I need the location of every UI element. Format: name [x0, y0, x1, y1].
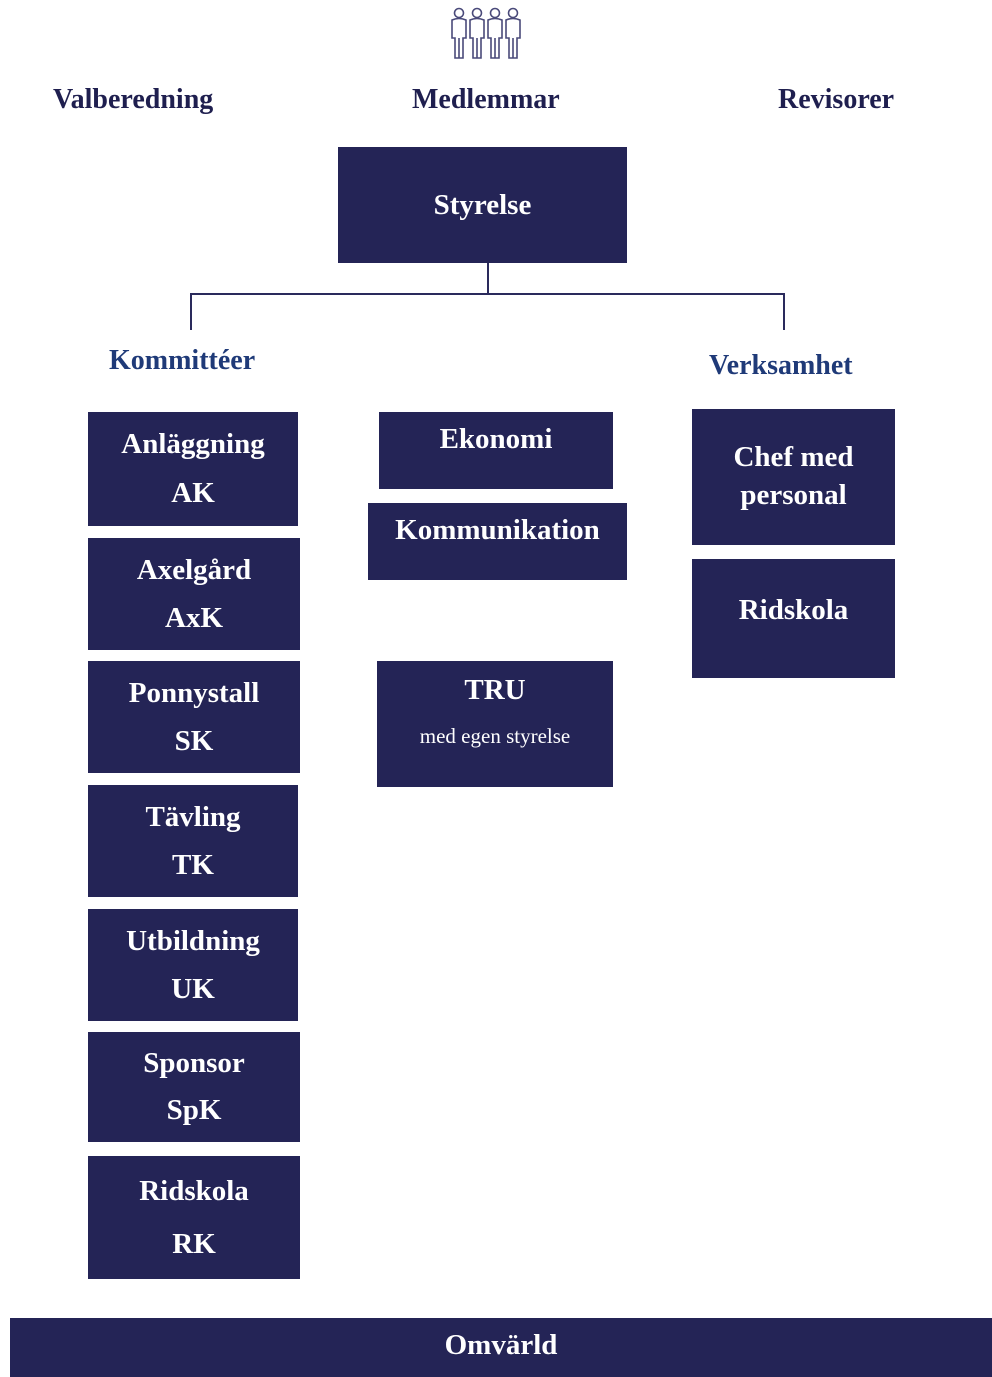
tru-subtitle: med egen styrelse	[419, 724, 571, 749]
tru-title: TRU	[464, 674, 526, 706]
chef-line2: personal	[740, 479, 847, 511]
verksamhet-heading: Verksamhet	[709, 350, 853, 381]
committee-name: Tävling	[145, 800, 241, 833]
ridskola-operations-box: Ridskola	[692, 559, 895, 678]
ekonomi-label: Ekonomi	[439, 423, 553, 455]
people-group-icon	[451, 7, 521, 59]
committee-box-sponsor: Sponsor SpK	[88, 1032, 300, 1142]
connector-right-drop	[783, 293, 785, 330]
committee-box-anlaggning: Anläggning AK	[88, 412, 298, 526]
chef-line1: Chef med	[733, 441, 854, 474]
committee-box-ridskola: Ridskola RK	[88, 1156, 300, 1279]
styrelse-box: Styrelse	[338, 147, 627, 263]
omvarld-label: Omvärld	[444, 1329, 558, 1361]
committee-name: Anläggning	[121, 428, 265, 461]
kommitteer-heading: Kommittéer	[109, 345, 256, 376]
omvarld-bar: Omvärld	[10, 1318, 992, 1377]
committee-box-tavling: Tävling TK	[88, 785, 298, 897]
committee-box-utbildning: Utbildning UK	[88, 909, 298, 1021]
styrelse-label: Styrelse	[433, 188, 532, 221]
committee-code: AxK	[165, 601, 223, 634]
committee-box-axelgard: Axelgård AxK	[88, 538, 300, 650]
committee-code: AK	[171, 477, 215, 510]
connector-horizontal	[190, 293, 785, 295]
connector-left-drop	[190, 293, 192, 330]
kommunikation-box: Kommunikation	[368, 503, 627, 580]
ridskola-operations-label: Ridskola	[738, 594, 849, 626]
committee-name: Ridskola	[139, 1174, 249, 1207]
chef-med-personal-box: Chef med personal	[692, 409, 895, 545]
committee-code: SpK	[166, 1094, 222, 1127]
committee-name: Axelgård	[136, 553, 252, 586]
committee-code: UK	[171, 972, 215, 1005]
committee-code: SK	[174, 724, 214, 757]
revisorer-label: Revisorer	[778, 84, 895, 115]
committee-name: Sponsor	[143, 1047, 245, 1080]
tru-box: TRU med egen styrelse	[377, 661, 613, 787]
medlemmar-label: Medlemmar	[412, 84, 560, 115]
committee-name: Ponnystall	[128, 676, 260, 709]
ekonomi-box: Ekonomi	[379, 412, 613, 489]
committee-code: RK	[172, 1228, 216, 1261]
connector-board-down	[487, 263, 489, 295]
kommunikation-label: Kommunikation	[395, 514, 600, 546]
valberedning-label: Valberedning	[53, 84, 214, 115]
committee-name: Utbildning	[126, 924, 260, 957]
committee-box-ponnystall: Ponnystall SK	[88, 661, 300, 773]
committee-code: TK	[172, 848, 214, 881]
